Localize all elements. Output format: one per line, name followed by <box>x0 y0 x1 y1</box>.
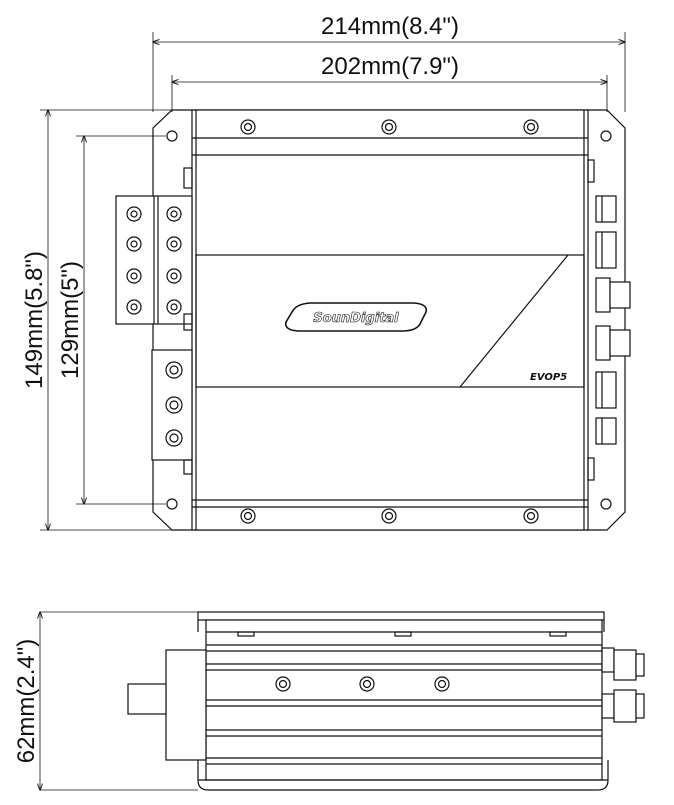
body-width-label: 202mm(7.9") <box>321 53 459 80</box>
mount-hole <box>600 498 612 510</box>
model-label: EVOP5 <box>530 372 567 383</box>
side-terminal <box>165 649 207 761</box>
dimension-body-width: 202mm(7.9") <box>172 53 607 82</box>
top-view: SounDigital EVOP5 <box>115 32 631 531</box>
side-terminal-cap <box>127 683 167 715</box>
dimension-overall-width: 214mm(8.4") <box>153 13 625 42</box>
dimension-height: 62mm(2.4") <box>13 612 40 790</box>
mount-hole <box>600 130 612 142</box>
screws-top <box>240 119 539 135</box>
overall-width-label: 214mm(8.4") <box>321 13 459 40</box>
logo-text: SounDigital <box>313 311 399 326</box>
right-connectors <box>587 159 631 481</box>
dimension-body-length: 129mm(5") <box>57 136 84 504</box>
body-length-label: 129mm(5") <box>57 261 84 379</box>
power-terminal-block <box>151 349 193 475</box>
center-panel <box>195 254 585 388</box>
height-label: 62mm(2.4") <box>13 639 40 764</box>
overall-length-label: 149mm(5.8") <box>21 251 48 389</box>
mount-hole <box>166 498 178 510</box>
mount-hole <box>166 130 178 142</box>
side-view <box>127 611 645 791</box>
dimension-overall-length: 149mm(5.8") <box>21 110 48 530</box>
speaker-terminal-block <box>115 167 193 331</box>
brand-logo: SounDigital <box>284 302 428 332</box>
screws-bottom <box>240 508 539 524</box>
